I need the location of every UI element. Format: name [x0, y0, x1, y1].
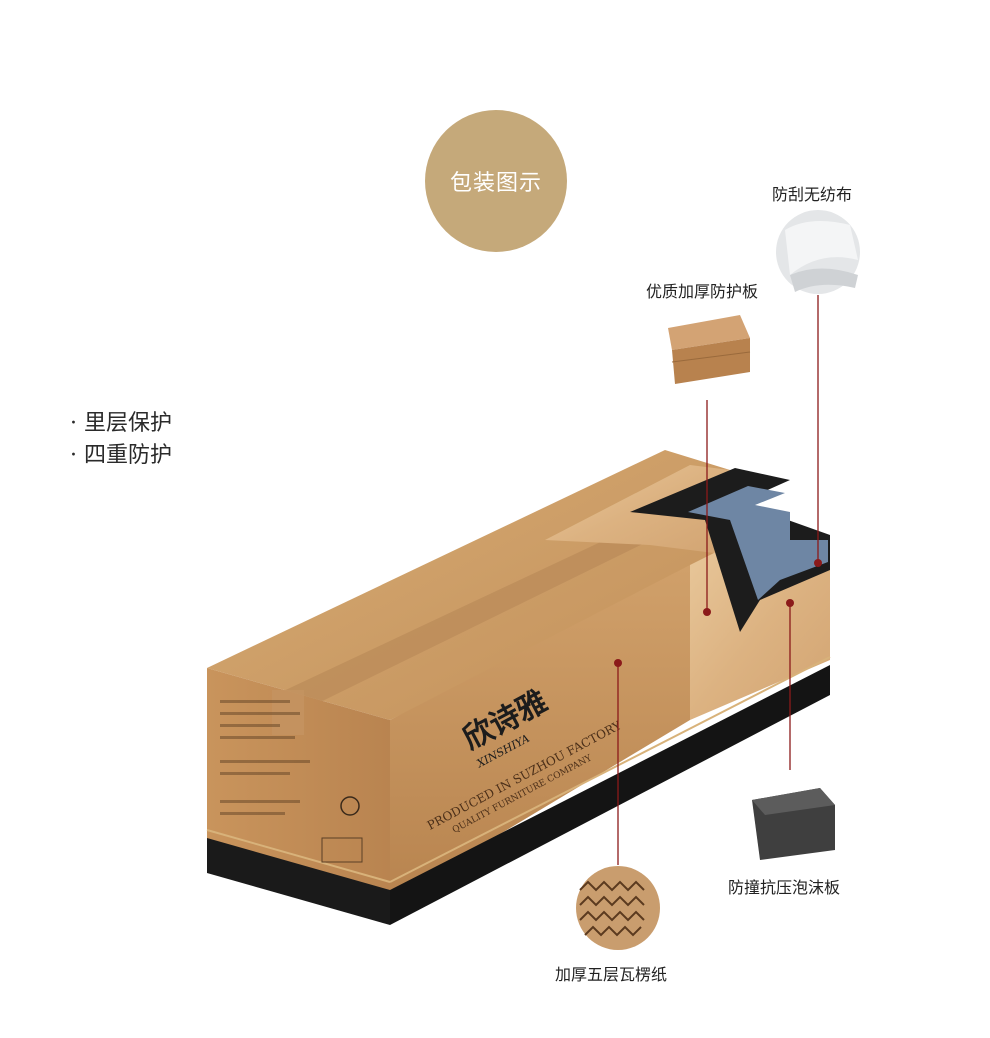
label-corrugated: 加厚五层瓦楞纸	[555, 965, 668, 984]
bullet-item: 里层保护	[70, 408, 172, 440]
bullet-item: 四重防护	[70, 440, 172, 472]
box-front	[390, 565, 690, 900]
board-thumb	[666, 305, 751, 389]
label-nonwoven: 防刮无纺布	[772, 185, 853, 204]
section-badge: 包装图示	[425, 110, 567, 252]
label-board: 优质加厚防护板	[646, 282, 759, 301]
label-foam: 防撞抗压泡沫板	[728, 878, 841, 897]
box-base-front	[390, 665, 830, 925]
wood-panel-side	[690, 545, 830, 720]
felt-layer	[630, 468, 830, 632]
box-base-end	[207, 838, 390, 925]
box-tape	[275, 500, 708, 712]
section-title: 包装图示	[449, 171, 542, 196]
foam-layer	[688, 486, 828, 600]
nonwoven-thumb	[776, 210, 860, 294]
foam-thumb	[750, 778, 835, 862]
protection-list: 里层保护 四重防护	[70, 408, 172, 472]
corrugated-thumb	[576, 866, 660, 950]
